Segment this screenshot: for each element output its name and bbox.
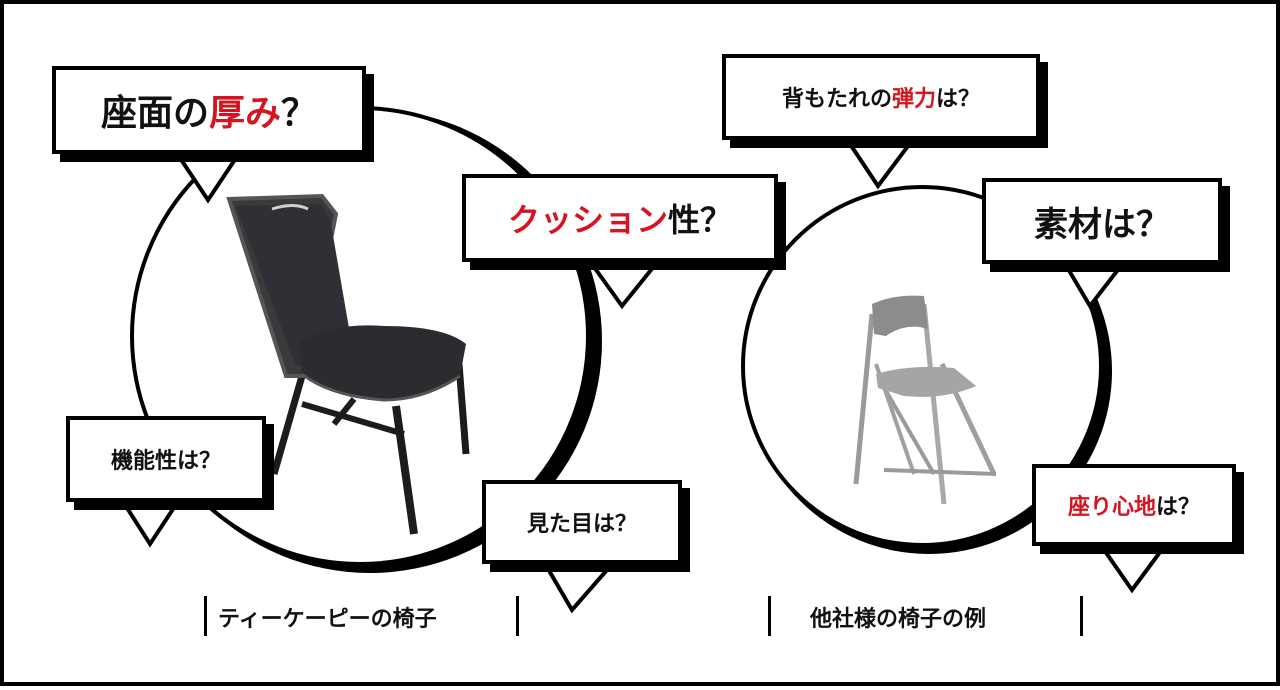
- caption-right-bar-end: [1080, 596, 1083, 636]
- tail-comfort: [1096, 542, 1170, 594]
- bubble-material: 素材は？: [982, 178, 1222, 264]
- tail-cushion: [585, 258, 664, 310]
- caption-left: ティーケーピーの椅子: [218, 607, 437, 632]
- bubble-comfort: 座り心地は？: [1032, 464, 1236, 546]
- right-circle: [741, 185, 1103, 547]
- bubble-appearance: 見た目は？: [482, 480, 682, 564]
- bubble-text: 素材は？: [1034, 204, 1170, 245]
- caption-right: 他社様の椅子の例: [810, 607, 987, 632]
- caption-left-bar-start: [204, 596, 207, 636]
- bubble-text: は？: [936, 87, 981, 112]
- tail-appearance: [540, 560, 619, 614]
- bubble-text: ？: [281, 93, 318, 134]
- bubble-highlight: 座り心地: [1067, 495, 1156, 520]
- caption-right-bar-start: [768, 596, 771, 636]
- banquet-chair-image: [226, 193, 470, 535]
- folding-chair-image: [853, 295, 997, 505]
- bubble-text: 性？: [668, 201, 733, 239]
- bubble-text: 機能性は？: [110, 449, 221, 474]
- bubble-highlight: クッション: [507, 201, 668, 239]
- bubble-text: 背もたれの: [781, 87, 892, 112]
- bubble-text: は？: [1156, 495, 1201, 520]
- bubble-cushion: クッション性？: [462, 174, 778, 262]
- bubble-highlight: 厚み: [208, 93, 281, 134]
- bubble-text: 見た目は？: [526, 512, 637, 537]
- bubble-highlight: 弾力: [891, 87, 936, 112]
- tail-backrest: [842, 136, 918, 190]
- bubble-backrest: 背もたれの弾力は？: [722, 54, 1040, 140]
- bubble-seat-thickness: 座面の厚み？: [52, 66, 366, 154]
- tail-function: [118, 498, 183, 548]
- bubble-text: 座面の: [100, 93, 209, 134]
- bubble-function: 機能性は？: [66, 416, 266, 502]
- caption-left-bar-end: [516, 596, 519, 636]
